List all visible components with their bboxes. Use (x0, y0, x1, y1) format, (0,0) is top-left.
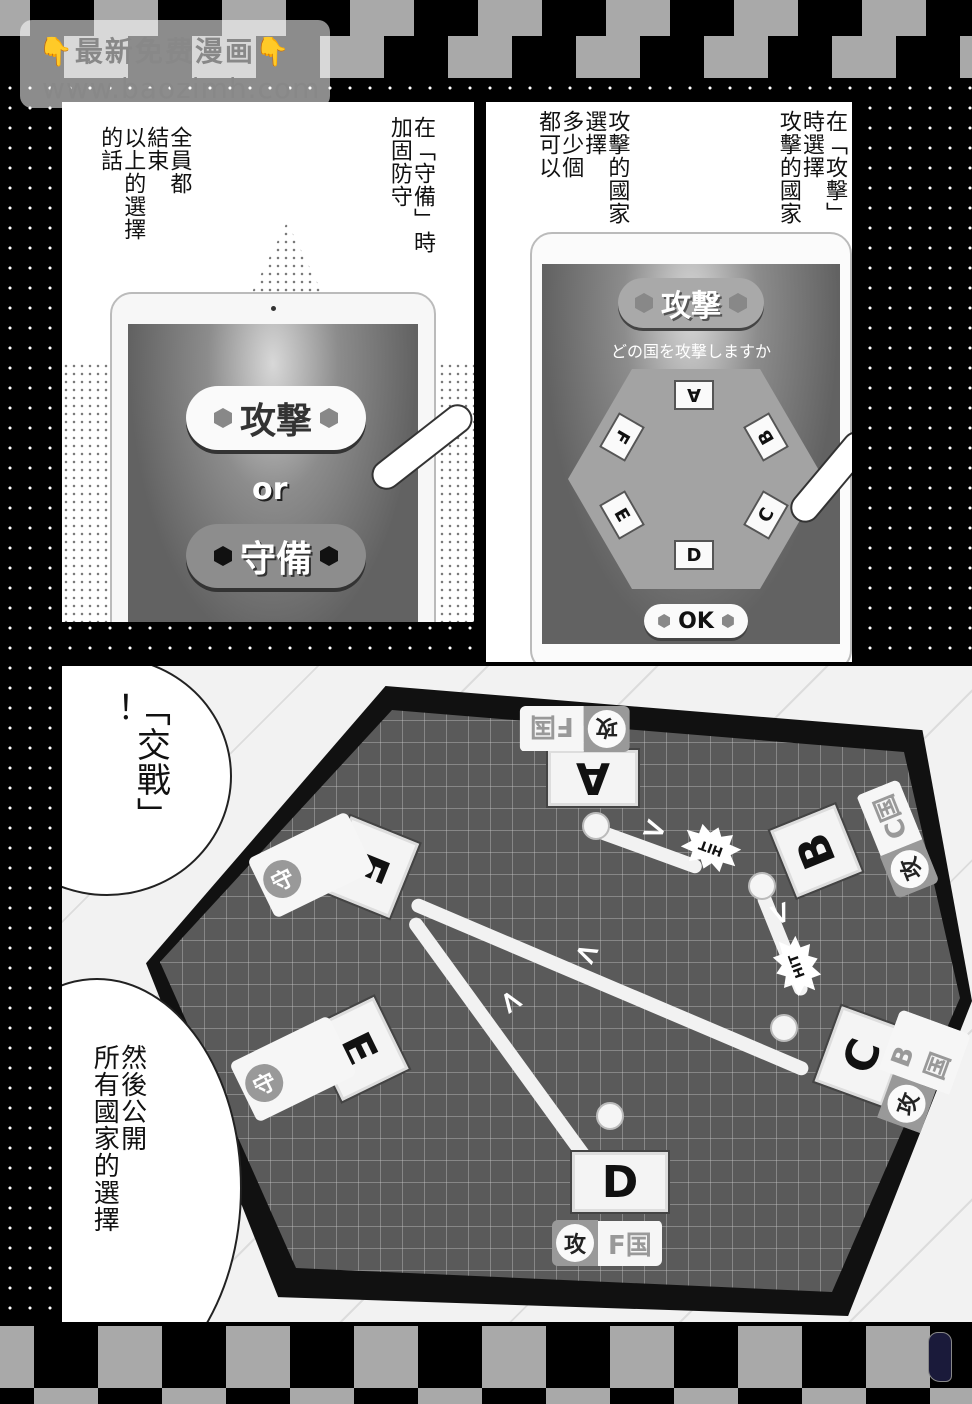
defense-button[interactable]: 守備 (186, 524, 366, 588)
country-slot-a[interactable]: A (674, 380, 714, 410)
caption-defense: 在「守備」時 加固防守 (386, 116, 435, 254)
attack-label: 攻撃 (239, 401, 312, 442)
pointing-hand-icon: 👇 (38, 35, 75, 68)
defense-icon: 守 (256, 853, 308, 905)
tablet-camera (271, 306, 276, 311)
action-tag-d: 攻 F国 (552, 1220, 662, 1266)
country-slot-d[interactable]: D (674, 540, 714, 570)
target-label: F国 (598, 1220, 662, 1266)
panel-defense-explanation: 在「守備」時 加固防守 全員都 結束 以上的選擇 的話 攻撃 or 守備 正請 (62, 102, 474, 622)
origin-node-a (582, 812, 610, 840)
origin-node-b (748, 872, 776, 900)
attack-icon: 攻 (556, 1224, 594, 1262)
hex-icon (658, 614, 671, 628)
tablet-screen: 攻撃 or 守備 正請 (128, 324, 418, 622)
watermark-headline: 👇最新免费漫画👇 (38, 30, 292, 70)
action-tag-a: 攻 F国 (520, 706, 630, 752)
hex-icon (721, 614, 734, 628)
checker-row (0, 1388, 972, 1404)
ok-label: OK (678, 608, 714, 634)
hex-icon (729, 293, 747, 313)
pointing-hand-icon: 👇 (254, 35, 292, 68)
checker-row (0, 1326, 972, 1388)
target-label: F国 (520, 706, 584, 752)
tablet-left: 攻撃 or 守備 正請 (110, 292, 436, 622)
attack-title-badge: 攻撃 (618, 278, 764, 328)
defense-label: 守備 (239, 539, 312, 580)
hex-icon (213, 408, 232, 428)
panel-battle: > > > > HIT HIT A B C D E F 攻 F国 攻 C国 攻 … (62, 666, 972, 1322)
speech-reveal: 然後公開 所有國家的選擇 (89, 1044, 147, 1233)
player-seat-d: D (570, 1150, 670, 1214)
target-prompt: どの国を攻撃しますか (610, 342, 771, 361)
attack-title: 攻撃 (661, 289, 721, 324)
player-seat-a: A (546, 748, 640, 808)
watermark-url[interactable]: www.baozimh.com (42, 72, 321, 105)
origin-node-d (596, 1102, 624, 1130)
watermark-title: 最新免费漫画 (74, 35, 255, 68)
ok-button[interactable]: OK (644, 604, 748, 638)
origin-node-c (770, 1014, 798, 1042)
hex-icon (213, 546, 232, 566)
defense-icon: 守 (238, 1057, 290, 1109)
publisher-logo-icon (928, 1332, 952, 1382)
attack-button[interactable]: 攻撃 (186, 386, 366, 450)
panel-attack-explanation: 在「攻擊」 時選擇 攻擊的國家 攻擊的國家 選擇 多少個 都可以 攻撃 どの国を… (486, 102, 852, 662)
attack-icon: 攻 (881, 1079, 931, 1128)
or-label: or (252, 472, 288, 507)
tablet-right: 攻撃 どの国を攻撃しますか A B C D E F OK (530, 232, 852, 662)
caption-all-finished: 全員都 結束 以上的選擇 的話 (97, 126, 192, 241)
hex-icon (320, 408, 338, 428)
hex-icon (320, 546, 338, 566)
speech-battle: 「交戰」 ！ (94, 692, 171, 832)
caption-any-number: 攻擊的國家 選擇 多少個 都可以 (535, 110, 630, 225)
site-watermark[interactable]: 👇最新免费漫画👇 www.baozimh.com (20, 20, 330, 108)
checker-border-bottom (0, 1326, 972, 1404)
hex-icon (635, 293, 653, 313)
tablet-screen: 攻撃 どの国を攻撃しますか A B C D E F OK (542, 264, 840, 644)
attack-icon: 攻 (885, 844, 935, 894)
attack-icon: 攻 (587, 710, 626, 748)
caption-attack: 在「攻擊」 時選擇 攻擊的國家 (775, 110, 847, 225)
